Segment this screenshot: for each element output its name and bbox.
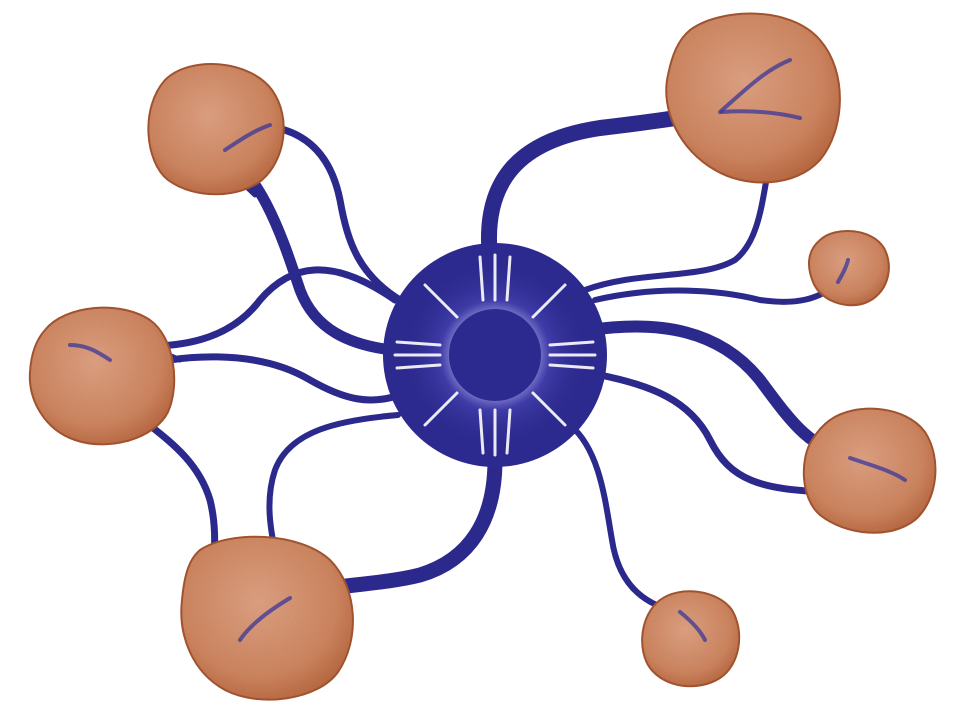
target-bottom-right (642, 591, 739, 686)
target-right-lower (804, 409, 936, 533)
target-left (30, 308, 174, 445)
branch-bottom-right (570, 425, 680, 612)
hub (383, 243, 607, 467)
branch-right-lower-2 (600, 375, 830, 492)
target-bottom-left (181, 537, 353, 700)
branch-right-small-2 (595, 282, 838, 302)
branch-right-lower-trunk (590, 327, 850, 455)
target-top-right (666, 14, 840, 183)
hub-core (449, 309, 541, 401)
target-right-small (809, 231, 889, 305)
